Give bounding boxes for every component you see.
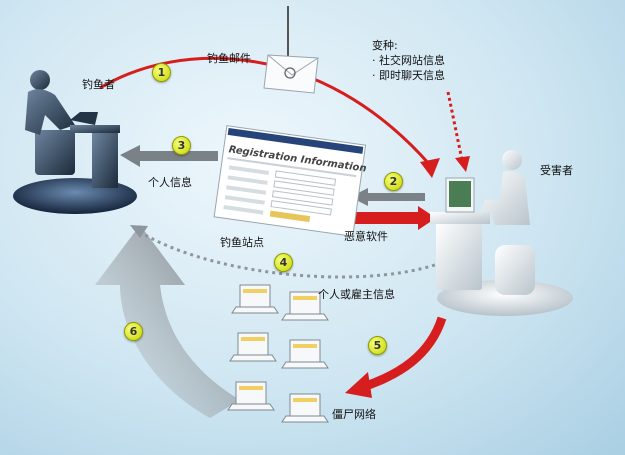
variant-note: 变种: · 社交网站信息 · 即时聊天信息	[372, 38, 445, 83]
variant-heading: 变种:	[372, 39, 398, 52]
step-badge-4: 4	[274, 253, 293, 272]
malware-arrow	[340, 206, 436, 230]
arrow-step-3	[120, 145, 218, 167]
label-malware: 恶意软件	[344, 230, 388, 243]
botnet-return-arrow	[95, 225, 240, 418]
arrow-step-1	[99, 56, 432, 166]
label-phishing-email: 钓鱼邮件	[207, 52, 251, 65]
variant-item: · 社交网站信息	[372, 54, 445, 67]
step-badge-1: 1	[152, 63, 171, 82]
arrow-step-2	[350, 188, 425, 206]
registration-form	[213, 125, 367, 237]
label-phishing-site: 钓鱼站点	[220, 236, 264, 249]
envelope-icon	[263, 54, 319, 94]
victim-figure	[430, 150, 535, 295]
label-victim: 受害者	[540, 164, 573, 177]
label-phisher: 钓鱼者	[82, 78, 115, 91]
step-badge-3: 3	[172, 136, 191, 155]
arrow-step-4	[139, 230, 449, 279]
variant-item: · 即时聊天信息	[372, 69, 445, 82]
step-badge-5: 5	[368, 336, 387, 355]
step-badge-6: 6	[124, 322, 143, 341]
label-personal-or-employer-info: 个人或雇主信息	[318, 288, 395, 301]
arrow-step-5	[358, 316, 447, 393]
label-botnet: 僵尸网络	[332, 408, 376, 421]
phisher-figure	[25, 70, 120, 188]
label-personal-info: 个人信息	[148, 176, 192, 189]
step-badge-2: 2	[384, 172, 403, 191]
